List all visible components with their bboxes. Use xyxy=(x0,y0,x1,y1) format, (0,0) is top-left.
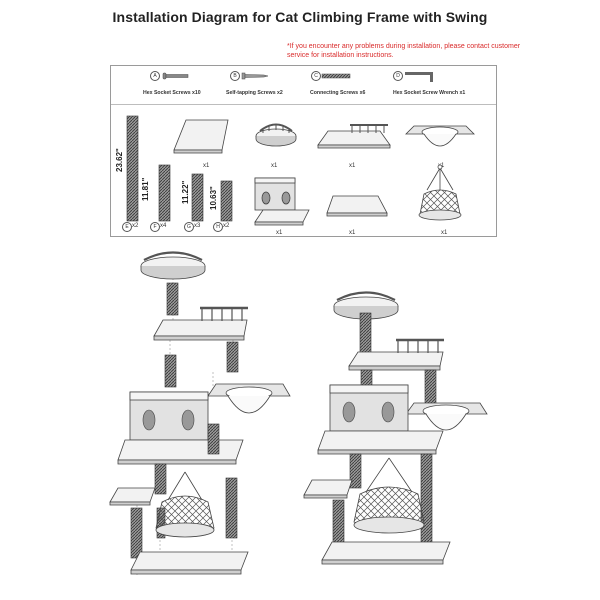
condo-part xyxy=(254,177,310,226)
railing-platform-qty: x1 xyxy=(349,163,356,169)
hardware-b-label: Self-tapping Screws x2 xyxy=(226,90,283,96)
hardware-b-marker: B xyxy=(230,71,240,81)
condo-qty: x1 xyxy=(276,230,283,236)
plain-board-part xyxy=(326,195,388,217)
top-perch-part xyxy=(255,123,297,147)
assembled-view xyxy=(303,291,488,565)
hardware-a-label: Hex Socket Screws x10 xyxy=(143,90,201,96)
self-tapping-screw-icon xyxy=(241,72,269,80)
railing-top-qty: x1 xyxy=(271,163,278,169)
post-f-marker: F xyxy=(150,222,160,232)
basket-bowl-part xyxy=(405,125,475,147)
post-g-qty: x3 xyxy=(194,223,201,229)
installation-notice: *If you encounter any problems during in… xyxy=(287,43,521,59)
wrench-icon xyxy=(405,72,433,82)
post-e-drawing xyxy=(126,115,139,222)
board-part xyxy=(173,119,229,154)
post-g-drawing xyxy=(191,173,204,222)
panel-divider xyxy=(111,104,496,105)
plain-board-qty: x1 xyxy=(349,230,356,236)
board-qty: x1 xyxy=(203,163,210,169)
post-e-marker: E xyxy=(122,222,132,232)
hex-socket-screw-icon xyxy=(162,72,189,80)
post-h-drawing xyxy=(220,180,233,222)
hardware-c-marker: C xyxy=(311,71,321,81)
post-e-qty: x2 xyxy=(132,223,139,229)
hardware-d-label: Hex Socket Screw Wrench x1 xyxy=(393,90,466,96)
post-f-drawing xyxy=(158,164,171,222)
post-h-qty: x2 xyxy=(223,223,230,229)
hardware-d-marker: D xyxy=(393,71,403,81)
post-h-marker: H xyxy=(213,222,223,232)
post-f-qty: x4 xyxy=(160,223,167,229)
exploded-view xyxy=(109,251,291,575)
connecting-screw-icon xyxy=(321,73,351,79)
hardware-a-marker: A xyxy=(150,71,160,81)
hardware-c-label: Connecting Screws x6 xyxy=(310,90,366,96)
diagram-title: Installation Diagram for Cat Climbing Fr… xyxy=(112,9,488,25)
swing-part xyxy=(418,164,462,221)
post-g-marker: G xyxy=(184,222,194,232)
swing-qty: x1 xyxy=(441,230,448,236)
railing-platform-part xyxy=(317,124,391,149)
